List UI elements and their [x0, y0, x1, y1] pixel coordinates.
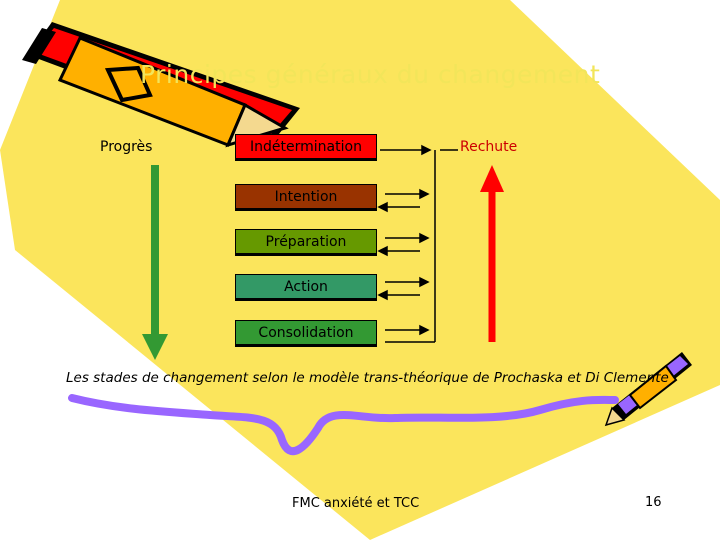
relapse-label: Rechute	[460, 139, 518, 155]
stage-preparation: Préparation	[235, 229, 377, 256]
small-pencil-icon	[604, 352, 692, 427]
slide-title: Principes généraux du changement	[140, 60, 601, 89]
progress-arrow	[142, 165, 168, 360]
stage-consolidation: Consolidation	[235, 320, 377, 347]
footer-text: FMC anxiété et TCC	[292, 496, 420, 511]
progress-label: Progrès	[100, 139, 153, 155]
stage-action: Action	[235, 274, 377, 301]
stage-intention: Intention	[235, 184, 377, 211]
stage-connector-arrows	[377, 144, 458, 343]
pencil-icon	[22, 22, 300, 148]
stage-indetermination: Indétermination	[235, 134, 377, 161]
underline-squiggle	[68, 394, 619, 456]
caption: Les stades de changement selon le modèle…	[66, 370, 669, 386]
page-number: 16	[645, 495, 662, 510]
relapse-arrow	[480, 165, 504, 342]
